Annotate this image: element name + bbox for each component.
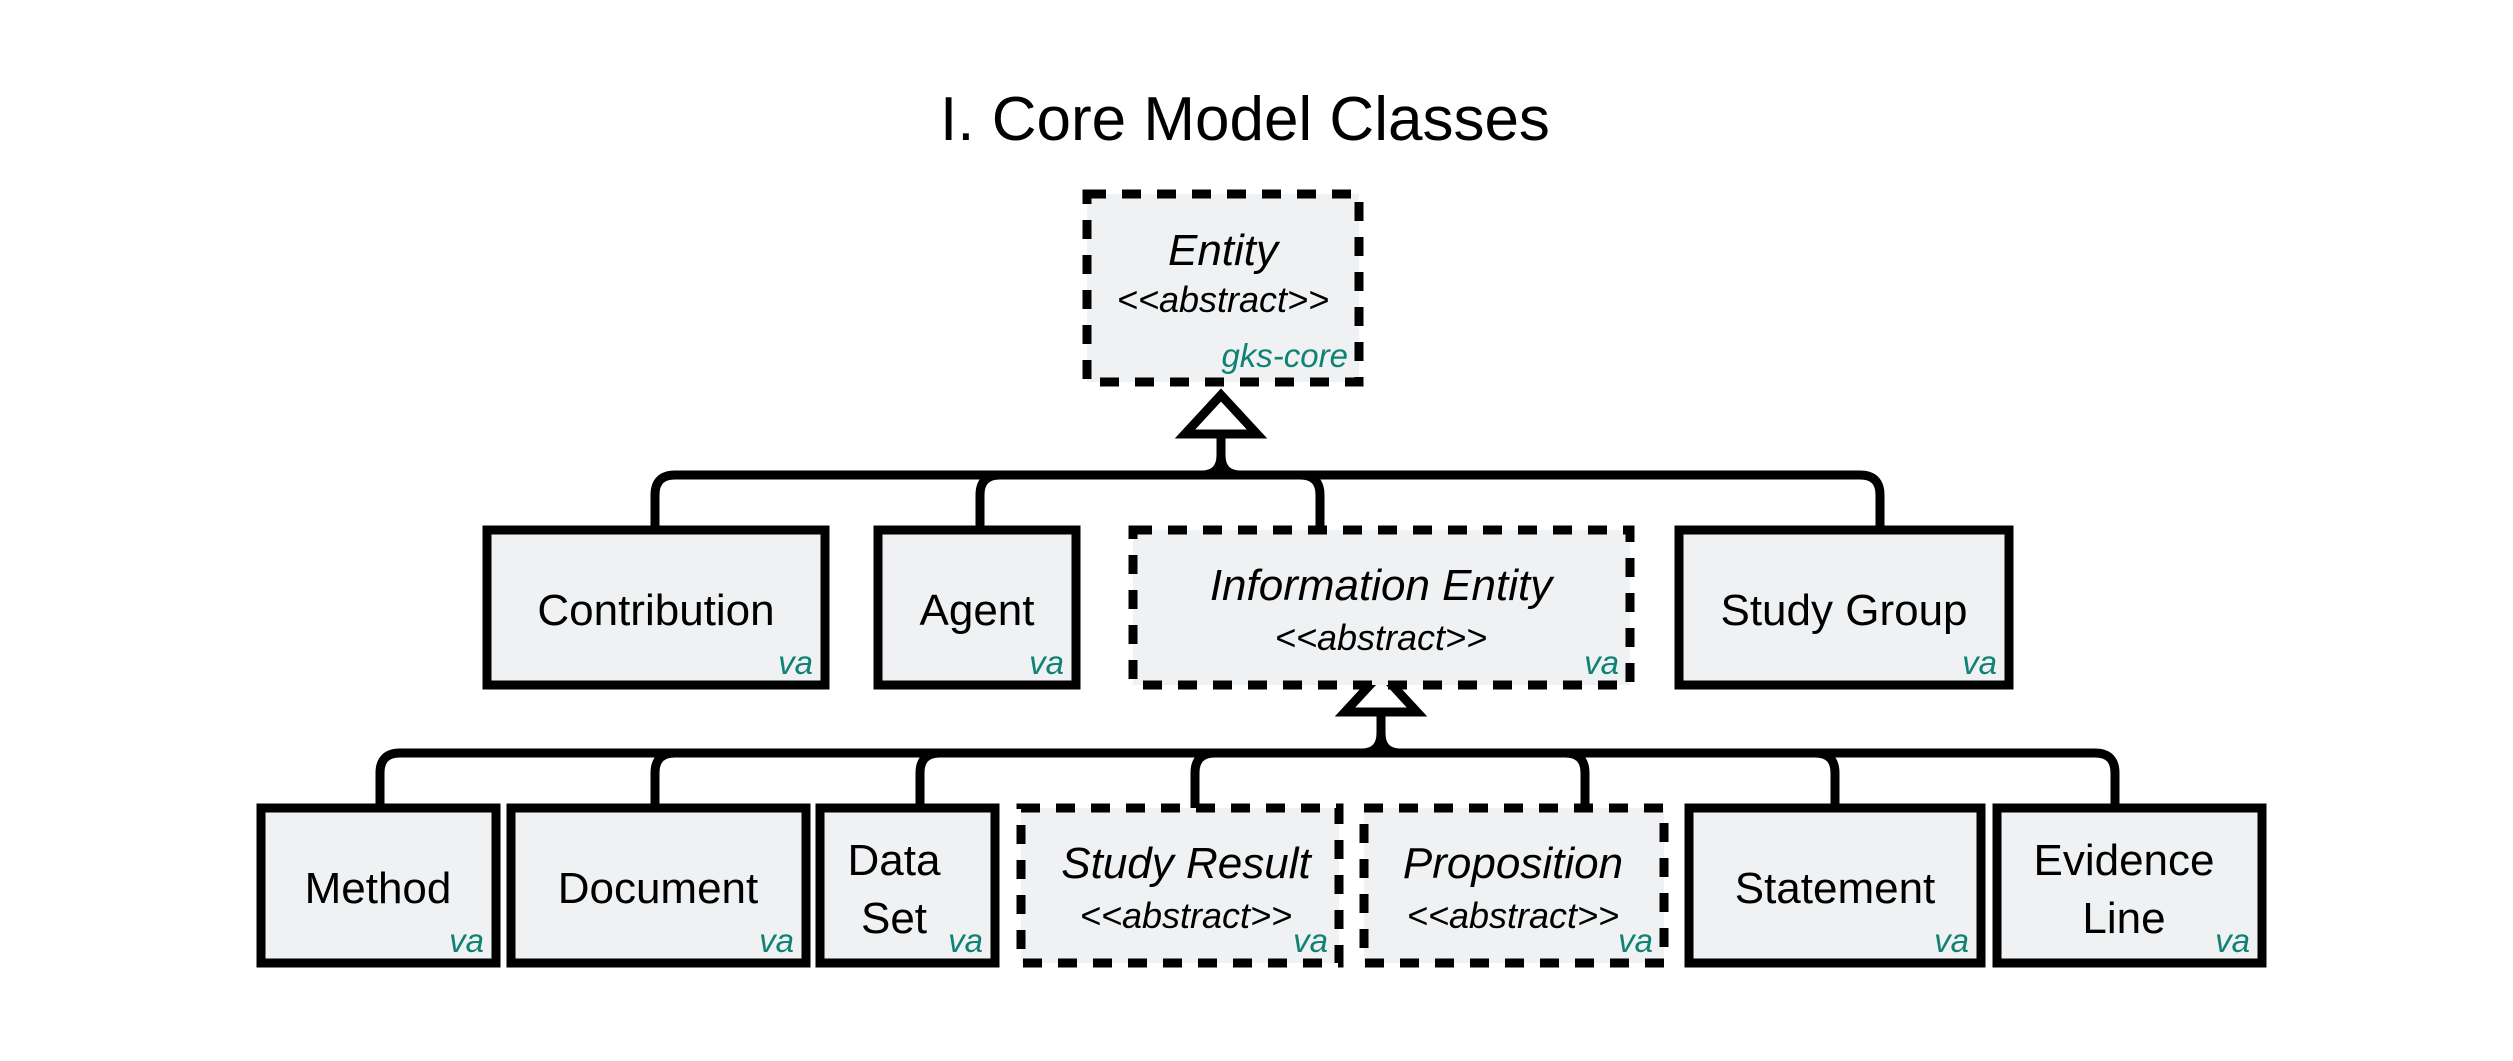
connector-ie-to-method <box>375 748 1381 808</box>
node-evidence-line[interactable]: Evidence Line va <box>1992 803 2267 968</box>
generalization-connectors-level2 <box>650 388 1885 530</box>
node-entity-stereotype: <<abstract>> <box>1117 279 1329 320</box>
node-evidence-line-box[interactable] <box>1992 803 2267 968</box>
node-agent-badge: va <box>1029 644 1064 681</box>
node-study-result[interactable]: Study Result <<abstract>> va <box>1016 803 1344 968</box>
page-title: I. Core Model Classes <box>940 85 1550 154</box>
node-statement-name: Statement <box>1735 864 1936 913</box>
node-agent-name: Agent <box>920 586 1035 635</box>
node-contribution-badge: va <box>778 644 813 681</box>
connector-ie-to-study-result <box>1190 748 1381 808</box>
node-method[interactable]: Method va <box>256 803 501 968</box>
node-statement-box[interactable] <box>1684 803 1986 968</box>
node-entity[interactable]: Entity <<abstract>> gks-core <box>1082 189 1364 387</box>
node-contribution[interactable]: Contribution va <box>482 525 830 690</box>
connector-ie-to-statement <box>1381 748 1840 808</box>
connector-ie-to-data-set <box>915 748 1381 808</box>
node-study-result-badge: va <box>1293 922 1328 959</box>
connector-entity-stem <box>1200 433 1226 480</box>
connector-entity-to-information-entity <box>1221 470 1325 530</box>
node-study-result-stereotype: <<abstract>> <box>1080 895 1292 936</box>
node-entity-name: Entity <box>1168 226 1281 275</box>
connector-ie-stem <box>1360 712 1386 758</box>
node-proposition-badge: va <box>1618 922 1653 959</box>
node-evidence-line-badge: va <box>2215 922 2250 959</box>
node-entity-box[interactable] <box>1082 189 1364 387</box>
generalization-arrow-information-entity <box>1334 666 1428 717</box>
connector-ie-to-proposition <box>1381 748 1590 808</box>
node-document-name: Document <box>558 864 759 913</box>
node-entity-badge: gks-core <box>1221 337 1348 374</box>
node-information-entity-badge: va <box>1584 644 1619 681</box>
node-statement-badge: va <box>1934 922 1969 959</box>
node-study-group-badge: va <box>1962 644 1997 681</box>
connector-entity-to-agent <box>975 470 1221 530</box>
node-study-result-name: Study Result <box>1061 839 1312 888</box>
node-evidence-line-name-line2: Line <box>2082 894 2165 943</box>
node-proposition-stereotype: <<abstract>> <box>1407 895 1619 936</box>
node-information-entity-box[interactable] <box>1128 525 1635 690</box>
node-agent-box[interactable] <box>873 525 1081 690</box>
node-method-box[interactable] <box>256 803 501 968</box>
node-document[interactable]: Document va <box>506 803 811 968</box>
node-document-box[interactable] <box>506 803 811 968</box>
connector-entity-to-contribution <box>650 470 1221 530</box>
node-contribution-box[interactable] <box>482 525 830 690</box>
node-proposition-name: Proposition <box>1403 839 1623 888</box>
node-data-set-name-line1: Data <box>848 836 941 885</box>
node-information-entity[interactable]: Information Entity <<abstract>> va <box>1128 525 1635 690</box>
node-data-set-box[interactable] <box>815 803 1000 968</box>
node-proposition-box[interactable] <box>1359 803 1669 968</box>
node-information-entity-stereotype: <<abstract>> <box>1275 617 1487 658</box>
node-method-badge: va <box>449 922 484 959</box>
connector-ie-to-evidence-line <box>1381 748 2120 808</box>
node-evidence-line-name-line1: Evidence <box>2033 836 2214 885</box>
node-data-set-name-line2: Set <box>861 894 927 943</box>
node-document-badge: va <box>759 922 794 959</box>
generalization-connectors-level3 <box>375 666 2120 808</box>
connector-entity-to-study-group <box>1221 470 1885 530</box>
node-study-group-name: Study Group <box>1720 586 1967 635</box>
node-study-group-box[interactable] <box>1674 525 2014 690</box>
node-information-entity-name: Information Entity <box>1210 561 1555 610</box>
node-data-set-badge: va <box>948 922 983 959</box>
node-study-result-box[interactable] <box>1016 803 1344 968</box>
connector-ie-stem-mirror <box>1376 732 1402 758</box>
node-study-group[interactable]: Study Group va <box>1674 525 2014 690</box>
connector-ie-to-document <box>650 748 1381 808</box>
node-method-name: Method <box>305 864 452 913</box>
generalization-arrow-entity <box>1174 388 1268 439</box>
node-agent[interactable]: Agent va <box>873 525 1081 690</box>
connector-entity-stem-mirror <box>1216 454 1242 480</box>
node-statement[interactable]: Statement va <box>1684 803 1986 968</box>
node-data-set[interactable]: Data Set va <box>815 803 1000 968</box>
node-contribution-name: Contribution <box>537 586 774 635</box>
node-proposition[interactable]: Proposition <<abstract>> va <box>1359 803 1669 968</box>
